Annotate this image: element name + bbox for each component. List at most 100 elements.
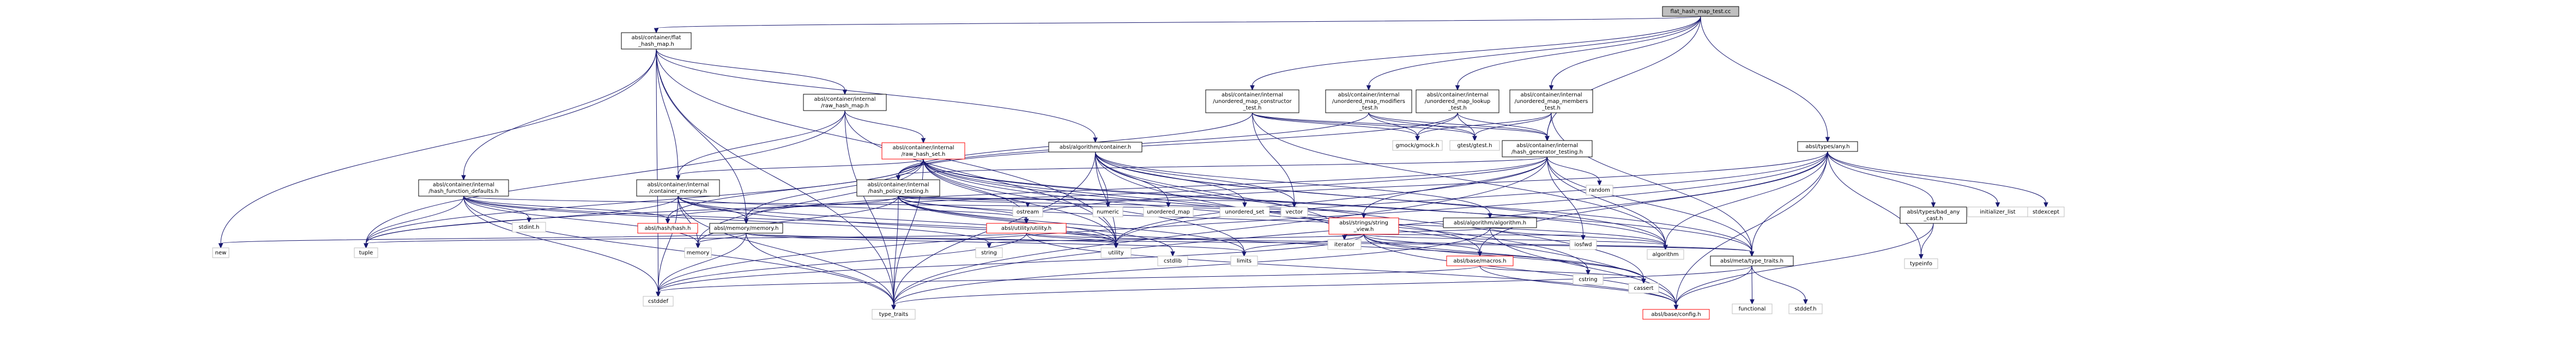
edge-umap-ctor-to-hash-gen bbox=[1252, 112, 1547, 137]
node-box bbox=[1205, 89, 1299, 113]
node-box bbox=[1280, 206, 1308, 217]
edge-arrowhead bbox=[987, 243, 991, 249]
edge-arrowhead bbox=[1825, 137, 1830, 143]
edge-raw-hash-map-to-utility bbox=[844, 110, 1116, 244]
node-label: absl/hash/hash.h bbox=[645, 226, 691, 232]
edge-types-any-to-stdexcept bbox=[1827, 151, 2046, 203]
edge-arrowhead bbox=[1750, 299, 1755, 305]
node-type-traits-h[interactable]: absl/meta/type_traits.h bbox=[1710, 255, 1794, 266]
edge-arrowhead bbox=[1415, 136, 1420, 142]
nodes-layer: flat_hash_map_test.cc absl/container/flat… bbox=[212, 6, 2065, 320]
node-flat-hash-map-h[interactable]: absl/container/flat_hash_map.h bbox=[621, 32, 692, 50]
node-label: /raw_hash_set.h bbox=[902, 151, 946, 157]
edge-umap-members-to-gmock bbox=[1417, 112, 1552, 137]
node-label: absl/container/internal bbox=[1427, 92, 1489, 98]
node-base-macros[interactable]: absl/base/macros.h bbox=[1446, 255, 1514, 266]
edge-arrowhead bbox=[1641, 278, 1646, 284]
node-bad-any-cast[interactable]: absl/types/bad_any_cast.h bbox=[1900, 206, 1967, 224]
node-raw-hash-map[interactable]: absl/container/internal/raw_hash_map.h bbox=[803, 94, 887, 111]
node-label: absl/container/internal bbox=[893, 145, 954, 151]
edge-types-any-to-cstddef bbox=[658, 151, 1828, 293]
edge-raw-hash-set-to-memory-memory bbox=[746, 159, 924, 220]
edge-arrowhead bbox=[891, 305, 896, 311]
node-types-any[interactable]: absl/types/any.h bbox=[1797, 141, 1858, 152]
node-type-traits: type_traits bbox=[872, 309, 916, 320]
node-hash-hash[interactable]: absl/hash/hash.h bbox=[637, 223, 698, 234]
edge-hash-gen-to-type-traits bbox=[893, 156, 1547, 306]
edge-raw-hash-map-to-container-memory bbox=[678, 110, 845, 176]
edge-algo-algorithm-to-type-traits bbox=[893, 227, 1490, 306]
edge-umap-ctor-to-algorithm bbox=[1252, 112, 1666, 246]
node-label: /hash_function_defaults.h bbox=[428, 188, 498, 194]
node-label: utility bbox=[1108, 250, 1124, 256]
edge-raw-hash-map-to-raw-hash-set bbox=[844, 110, 924, 139]
edge-umap-mod-to-hash-gen bbox=[1368, 112, 1547, 137]
node-umap-members[interactable]: absl/container/internal/unordered_map_me… bbox=[1509, 89, 1593, 113]
edge-container-memory-to-utility-utility bbox=[678, 196, 1027, 220]
node-memory-memory[interactable]: absl/memory/memory.h bbox=[709, 223, 783, 234]
node-box bbox=[2027, 206, 2065, 217]
node-hash-func-defaults[interactable]: absl/container/internal/hash_function_de… bbox=[418, 179, 509, 197]
node-label: /unordered_map_modifiers bbox=[1332, 99, 1405, 105]
node-label: gtest/gtest.h bbox=[1458, 143, 1492, 149]
node-box bbox=[975, 247, 1003, 258]
node-box bbox=[1509, 89, 1593, 113]
node-tuple: tuple bbox=[354, 247, 378, 258]
node-label: unordered_set bbox=[1225, 209, 1265, 215]
node-box bbox=[803, 94, 887, 111]
edge-arrowhead bbox=[675, 175, 681, 181]
edge-type-traits-h-to-stddef bbox=[1751, 265, 1806, 300]
node-box bbox=[1219, 206, 1270, 217]
node-label: iosfwd bbox=[1575, 242, 1592, 248]
edge-container-memory-to-cassert bbox=[678, 196, 1644, 279]
edge-root-to-umap-lookup bbox=[1457, 16, 1701, 86]
edge-arrowhead bbox=[1114, 243, 1118, 249]
node-raw-hash-set[interactable]: absl/container/internal/raw_hash_set.h bbox=[881, 142, 965, 160]
edge-arrowhead bbox=[1366, 85, 1371, 91]
node-box bbox=[1797, 141, 1858, 152]
node-hash-gen[interactable]: absl/container/internal/hash_generator_t… bbox=[1502, 140, 1593, 157]
edge-strings-view-to-cstring bbox=[1363, 234, 1588, 271]
node-new: new bbox=[212, 247, 229, 258]
node-label: _hash_map.h bbox=[638, 41, 674, 47]
node-umap-lookup[interactable]: absl/container/internal/unordered_map_lo… bbox=[1416, 89, 1499, 113]
node-algo-container[interactable]: absl/algorithm/container.h bbox=[1048, 142, 1142, 153]
edge-arrowhead bbox=[1549, 85, 1554, 91]
node-box bbox=[684, 247, 712, 258]
edge-umap-lookup-to-hash-gen bbox=[1457, 112, 1547, 137]
edge-hash-func-defaults-to-cstddef bbox=[463, 196, 658, 293]
edge-root-to-hash-gen bbox=[1547, 16, 1701, 137]
edge-arrowhead bbox=[1803, 299, 1808, 305]
edge-types-any-to-initializer-list bbox=[1827, 151, 1998, 203]
node-algorithm: algorithm bbox=[1647, 249, 1684, 260]
edge-root-to-umap-members bbox=[1551, 16, 1701, 86]
edge-flat-hash-map-h-to-algo-container bbox=[656, 48, 1096, 138]
node-gtest: gtest/gtest.h bbox=[1449, 140, 1500, 151]
node-umap-ctor[interactable]: absl/container/internal/unordered_map_co… bbox=[1205, 89, 1299, 113]
node-container-memory[interactable]: absl/container/internal/container_memory… bbox=[636, 179, 720, 197]
node-algo-algorithm[interactable]: absl/algorithm/algorithm.h bbox=[1443, 217, 1537, 228]
node-box bbox=[1416, 89, 1499, 113]
node-box bbox=[512, 222, 546, 233]
edge-hash-func-defaults-to-strings-view bbox=[463, 196, 1364, 214]
node-label: typeinfo bbox=[1910, 261, 1932, 267]
edge-arrowhead bbox=[1663, 245, 1668, 251]
edge-strings-view-to-base-macros bbox=[1363, 234, 1480, 252]
edge-raw-hash-set-to-iterator bbox=[923, 159, 1345, 236]
edge-flat-hash-map-h-to-new bbox=[220, 48, 657, 244]
edge-arrowhead bbox=[1024, 218, 1029, 224]
node-base-config[interactable]: absl/base/config.h bbox=[1642, 309, 1710, 320]
node-label: absl/strings/string bbox=[1339, 220, 1388, 226]
node-box bbox=[1628, 283, 1659, 294]
node-hash-policy-testing[interactable]: absl/container/internal/hash_policy_test… bbox=[856, 179, 940, 197]
node-label: stdexcept bbox=[2033, 209, 2059, 215]
node-label: new bbox=[215, 250, 227, 256]
edge-base-macros-to-cstddef bbox=[658, 265, 1480, 293]
node-strings-view[interactable]: absl/strings/string_view.h bbox=[1328, 217, 1399, 235]
node-label: gmock/gmock.h bbox=[1396, 143, 1440, 149]
node-root[interactable]: flat_hash_map_test.cc bbox=[1662, 6, 1739, 17]
node-label: absl/container/internal bbox=[1521, 92, 1582, 98]
node-utility-utility[interactable]: absl/utility/utility.h bbox=[986, 223, 1067, 234]
node-umap-mod[interactable]: absl/container/internal/unordered_map_mo… bbox=[1325, 89, 1412, 113]
node-label: type_traits bbox=[879, 312, 908, 318]
